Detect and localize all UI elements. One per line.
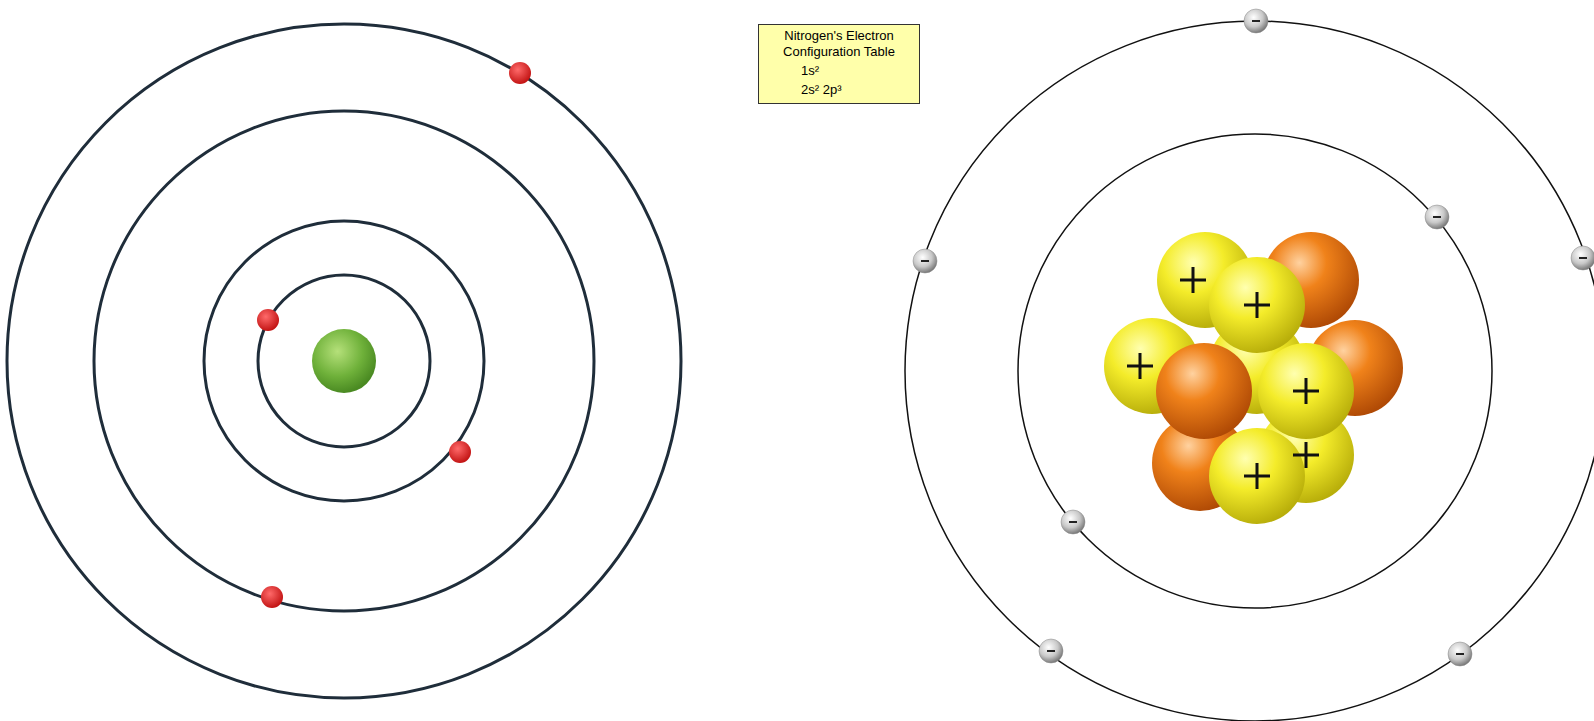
electron [1448, 642, 1472, 666]
proton [1258, 343, 1354, 439]
electron [257, 309, 279, 331]
electron [913, 249, 937, 273]
minus-sign [1579, 257, 1587, 259]
minus-sign [1069, 521, 1077, 523]
minus-signs [921, 21, 1587, 654]
proton [1209, 428, 1305, 524]
minus-sign [1047, 650, 1055, 652]
orbit-ring [7, 24, 681, 698]
plus-sign [1293, 378, 1319, 404]
plus-sign [1244, 292, 1270, 318]
shells [905, 21, 1594, 721]
plus-signs [1127, 267, 1319, 489]
configuration-line: 2s² 2p³ [765, 82, 913, 98]
electron [1425, 205, 1449, 229]
orbit-ring [258, 275, 430, 447]
minus-sign [1252, 20, 1260, 22]
plus-sign [1127, 353, 1153, 379]
electron [261, 586, 283, 608]
plus-sign [1244, 463, 1270, 489]
configuration-line: 1s² [765, 63, 913, 79]
bohr-model [7, 24, 681, 698]
plus-sign [1180, 267, 1206, 293]
plus-sign [1293, 442, 1319, 468]
electron-shell [1018, 134, 1492, 608]
electron [449, 441, 471, 463]
orbit-ring [204, 221, 484, 501]
electron [509, 62, 531, 84]
neutron [1156, 343, 1252, 439]
electron-shell [905, 21, 1594, 721]
electron [1571, 246, 1594, 270]
electron [1244, 9, 1268, 33]
shell-electrons [913, 9, 1594, 666]
proton [1209, 257, 1305, 353]
orbit-ring [94, 111, 594, 611]
minus-sign [1433, 216, 1441, 218]
electron [1061, 510, 1085, 534]
minus-sign [1456, 653, 1464, 655]
electrons [257, 62, 531, 608]
nitrogen-nucleus [1104, 232, 1403, 524]
minus-sign [921, 260, 929, 262]
config-table-box: Nitrogen's Electron Configuration Table 1… [758, 24, 920, 104]
nucleus [312, 329, 376, 393]
electron [1039, 639, 1063, 663]
table-heading: Nitrogen's Electron Configuration Table [765, 28, 913, 60]
